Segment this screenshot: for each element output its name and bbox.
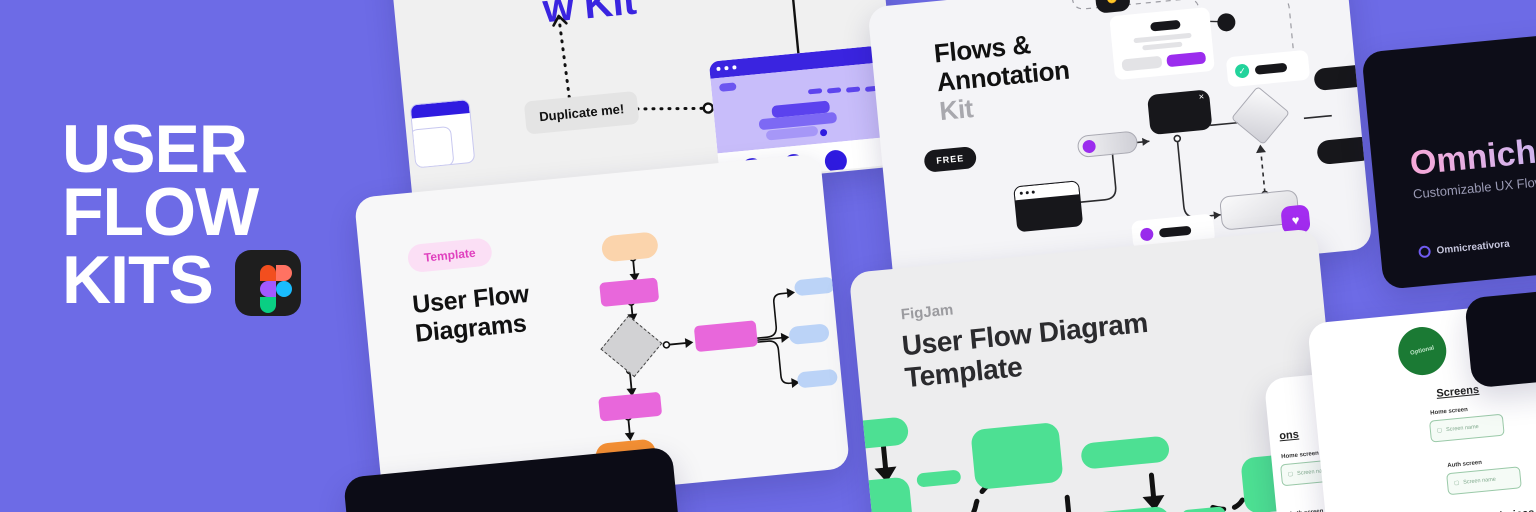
annotation-text-bar-2 (1142, 41, 1183, 51)
omnichannel-brand-label: Omnicreativora (1436, 238, 1511, 257)
nav-item-1 (807, 88, 823, 95)
screen-icon-main-1: ▢ (1436, 427, 1443, 435)
card-dark-top-right[interactable] (1464, 281, 1536, 389)
browser-dot-1 (716, 66, 721, 72)
card-figjam-template[interactable]: FigJam User Flow Diagram Template (848, 228, 1346, 512)
figjam-node-1[interactable] (848, 476, 914, 512)
figma-logo-segment-top-right (259, 265, 276, 282)
screens-main-row-label-1: Home screen (1430, 406, 1469, 417)
hero-line-3: KITS (62, 241, 214, 318)
annotation-primary-button[interactable] (1165, 51, 1207, 68)
annotation-check-label (1254, 62, 1288, 75)
flow-node-dot-1 (1019, 191, 1023, 195)
screens-heading-partial: ons (1278, 428, 1300, 443)
screens-main-row-box-1[interactable]: ▢ Screen name (1428, 413, 1505, 443)
card-user-flow-diagrams[interactable]: Template User Flow Diagrams (353, 153, 851, 512)
hero-line-1: USER (62, 111, 248, 187)
close-icon[interactable]: ✕ (1198, 93, 1205, 102)
figma-logo-segment-right (275, 265, 292, 282)
screen-icon-1: ▢ (1287, 471, 1294, 478)
annotation-text-bar-1 (1133, 32, 1192, 44)
figma-logo-segment-left (259, 281, 276, 298)
omnicreativora-mark-icon (1418, 245, 1432, 259)
card-flow-kit[interactable]: w Kit Duplicate me! (384, 0, 902, 213)
side-window-titlebar (410, 100, 470, 119)
card-flows-annotation-kit[interactable]: Flows & Annotation Kit FREE ☝ (867, 0, 1373, 295)
annotation-card-primary (1109, 6, 1215, 81)
figma-logo-segment-circle (275, 281, 292, 298)
content-logo-block (718, 82, 737, 92)
toggle-knob-icon (1081, 138, 1097, 154)
hero-line-3-row: KITS (62, 241, 382, 318)
screen-icon-main-2: ▢ (1453, 480, 1460, 487)
screens-main-row-box-2[interactable]: ▢ Screen name (1446, 466, 1522, 496)
screens-row-label-2: Auth screen (1289, 509, 1324, 512)
check-circle-icon: ✓ (1234, 63, 1250, 79)
omnichannel-title: Omnichan (1408, 129, 1536, 184)
figjam-node-2[interactable] (970, 421, 1064, 491)
screens-row-label-1: Home screen (1281, 450, 1320, 461)
screens-action-choices-label: ation/Choices (1462, 507, 1535, 512)
hero-line-2: FLOW (62, 174, 259, 251)
flow-node-browser[interactable] (1013, 180, 1084, 233)
screens-main-row-value-2: Screen name (1462, 476, 1497, 486)
flow-node-dot-3 (1031, 190, 1035, 194)
annotation-secondary-button[interactable] (1121, 55, 1162, 72)
annotation-title-bar (1150, 19, 1181, 32)
flow-node-dot-2 (1025, 191, 1029, 195)
card-omnichannel[interactable]: Omnichan Customizable UX Flowcha Omnicre… (1361, 24, 1536, 290)
figma-logo-segment-bottom (259, 297, 276, 314)
screens-main-row-value-1: Screen name (1445, 424, 1480, 434)
screens-main-row-label-2: Auth screen (1447, 459, 1483, 470)
browser-dot-3 (732, 65, 737, 70)
flow-node-primary[interactable]: ✕ (1146, 89, 1213, 136)
browser-dot-2 (724, 65, 729, 71)
side-window-inner-frame (409, 125, 455, 169)
screens-heading: Screens (1435, 383, 1480, 400)
optional-circle-badge: Optional (1393, 322, 1452, 381)
hero-title-block: USER FLOW KITS (62, 111, 382, 318)
nav-item-2 (826, 87, 842, 94)
accent-dot (819, 128, 828, 137)
star-badge-icon (1139, 227, 1154, 242)
side-window-mockup (409, 98, 476, 169)
figma-logo-icon (234, 250, 301, 317)
annotation-badge-label (1158, 225, 1192, 238)
omnichannel-brand: Omnicreativora (1418, 238, 1510, 259)
nav-item-3 (845, 86, 861, 93)
